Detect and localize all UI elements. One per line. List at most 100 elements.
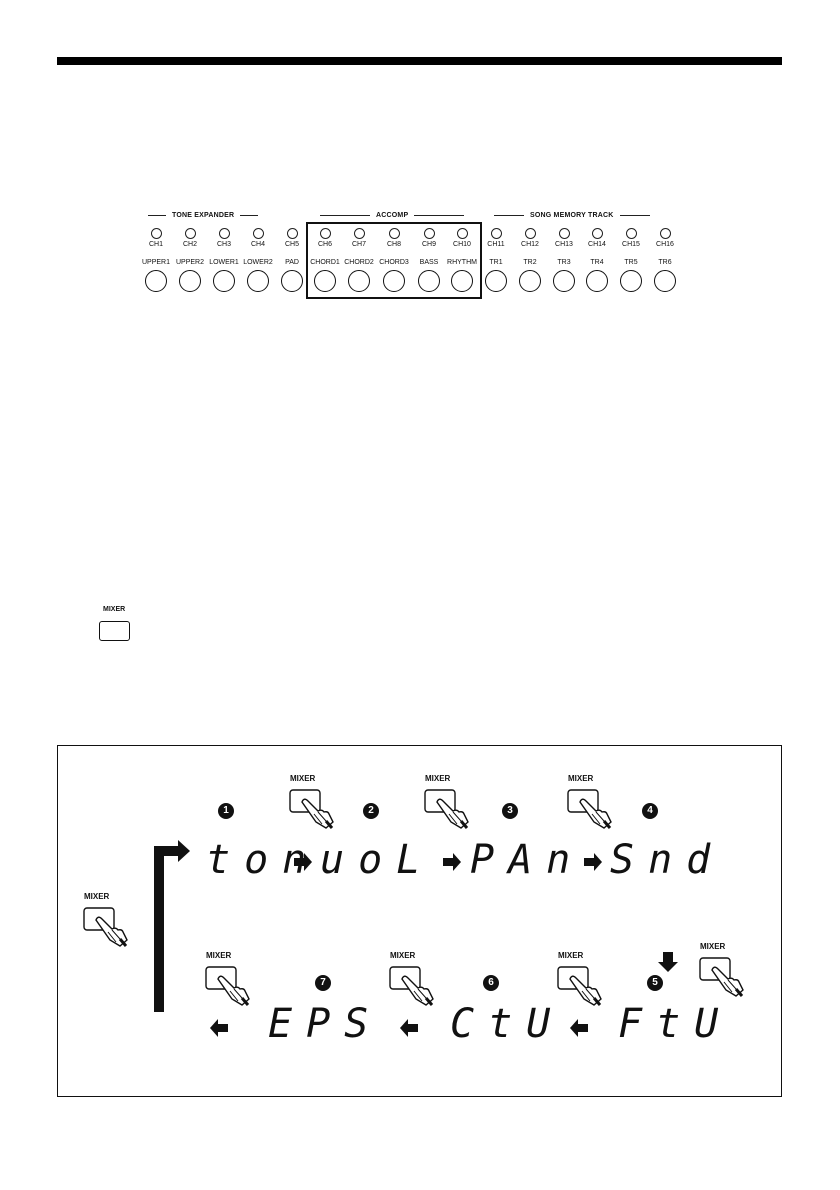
led-ch1 [151, 228, 162, 239]
mixer-label: MIXER [206, 951, 232, 960]
lcd-display-ton: ton [206, 837, 321, 883]
channel-label: CH16 [656, 241, 674, 248]
channel-label: CH2 [182, 241, 197, 248]
part-button-tr2[interactable] [519, 270, 541, 292]
mixer-button[interactable] [99, 621, 130, 641]
part-button-lower1[interactable] [213, 270, 235, 292]
mixer-label: MIXER [700, 942, 726, 951]
channel-label: CH6 [317, 241, 332, 248]
left-arrow-icon [570, 1019, 588, 1037]
hand-pressing-mixer-icon [698, 952, 746, 1003]
hand-pressing-mixer-icon [423, 784, 471, 835]
part-button-label: TR1 [489, 259, 503, 266]
channel-label: CH11 [487, 241, 505, 248]
step-number-4: 4 [642, 803, 658, 819]
part-button-label: TR3 [557, 259, 571, 266]
part-button-tr4[interactable] [586, 270, 608, 292]
led-ch11 [491, 228, 502, 239]
mixer-label: MIXER [425, 774, 451, 783]
part-button-label: UPPER1 [141, 259, 170, 266]
channel-label: CH1 [148, 241, 163, 248]
left-arrow-icon [210, 1019, 228, 1037]
part-button-label: TR4 [590, 259, 604, 266]
part-button-tr3[interactable] [553, 270, 575, 292]
label-dash [619, 215, 650, 216]
loop-bar [154, 846, 164, 1012]
part-button-upper2[interactable] [179, 270, 201, 292]
label-dash [240, 215, 259, 216]
part-button-label: RHYTHM [447, 259, 477, 266]
label-dash [320, 215, 370, 216]
group-label-accomp: ACCOMP [320, 212, 465, 219]
label-dash [494, 215, 524, 216]
down-arrow-icon [658, 952, 678, 972]
lcd-display-eps: EPS [268, 1001, 383, 1047]
led-ch13 [559, 228, 570, 239]
hand-pressing-mixer-icon [82, 902, 130, 953]
channel-label: CH10 [453, 241, 471, 248]
mixer-sequence-diagram: ton uoL PAn Snd FtU CtU EPS 1 2 3 4 5 6 … [57, 745, 782, 1097]
part-button-tr6[interactable] [654, 270, 676, 292]
label-dash [148, 215, 166, 216]
step-number-1: 1 [218, 803, 234, 819]
part-button-tr1[interactable] [485, 270, 507, 292]
part-button-chord1[interactable] [314, 270, 336, 292]
part-button-chord2[interactable] [348, 270, 370, 292]
part-button-label: CHORD1 [310, 259, 340, 266]
group-label-tone-expander: TONE EXPANDER [148, 212, 259, 219]
lcd-display-ftu: FtU [618, 1001, 733, 1047]
tone-expander-label: TONE EXPANDER [172, 212, 235, 219]
part-button-label: TR6 [658, 259, 672, 266]
top-rule [57, 57, 782, 65]
label-dash [414, 215, 465, 216]
mixer-label: MIXER [558, 951, 584, 960]
led-ch4 [253, 228, 264, 239]
channel-label: CH13 [555, 241, 573, 248]
diagram-arrows [154, 840, 678, 1037]
step-number-7: 7 [315, 975, 331, 991]
channel-label: CH15 [622, 241, 640, 248]
loop-arrow-head [178, 840, 190, 862]
left-arrow-icon [400, 1019, 418, 1037]
right-arrow-icon [584, 853, 602, 871]
part-button-tr5[interactable] [620, 270, 642, 292]
channel-label: CH3 [216, 241, 231, 248]
led-ch2 [185, 228, 196, 239]
loop-bar-top [154, 846, 178, 856]
song-memory-track-label: SONG MEMORY TRACK [530, 212, 614, 219]
part-button-pad[interactable] [281, 270, 303, 292]
led-ch16 [660, 228, 671, 239]
part-button-bass[interactable] [418, 270, 440, 292]
lcd-display-uol: uoL [320, 837, 435, 883]
lcd-display-ctu: CtU [450, 1001, 565, 1047]
led-ch7 [354, 228, 365, 239]
step-number-2: 2 [363, 803, 379, 819]
hand-pressing-mixer-icon [204, 961, 252, 1012]
mixer-button-label: MIXER [103, 606, 126, 613]
part-button-label: LOWER1 [209, 259, 239, 266]
part-button-upper1[interactable] [145, 270, 167, 292]
accomp-label: ACCOMP [376, 212, 409, 219]
hand-pressing-mixer-icon [388, 961, 436, 1012]
part-button-rhythm[interactable] [451, 270, 473, 292]
channel-label: CH9 [421, 241, 436, 248]
channel-label: CH14 [588, 241, 606, 248]
part-button-label: BASS [419, 259, 439, 266]
part-button-label: TR5 [624, 259, 638, 266]
mixer-label: MIXER [84, 892, 110, 901]
part-button-lower2[interactable] [247, 270, 269, 292]
led-ch6 [320, 228, 331, 239]
lcd-display-pan: PAn [470, 837, 585, 883]
step-number-6: 6 [483, 975, 499, 991]
mixer-label: MIXER [390, 951, 416, 960]
hand-pressing-mixer-icon [566, 784, 614, 835]
led-ch10 [457, 228, 468, 239]
step-number-3: 3 [502, 803, 518, 819]
channel-label: CH8 [386, 241, 401, 248]
part-button-chord3[interactable] [383, 270, 405, 292]
right-arrow-icon [443, 853, 461, 871]
mixer-label: MIXER [568, 774, 594, 783]
part-button-label: CHORD2 [344, 259, 374, 266]
led-ch15 [626, 228, 637, 239]
led-ch3 [219, 228, 230, 239]
